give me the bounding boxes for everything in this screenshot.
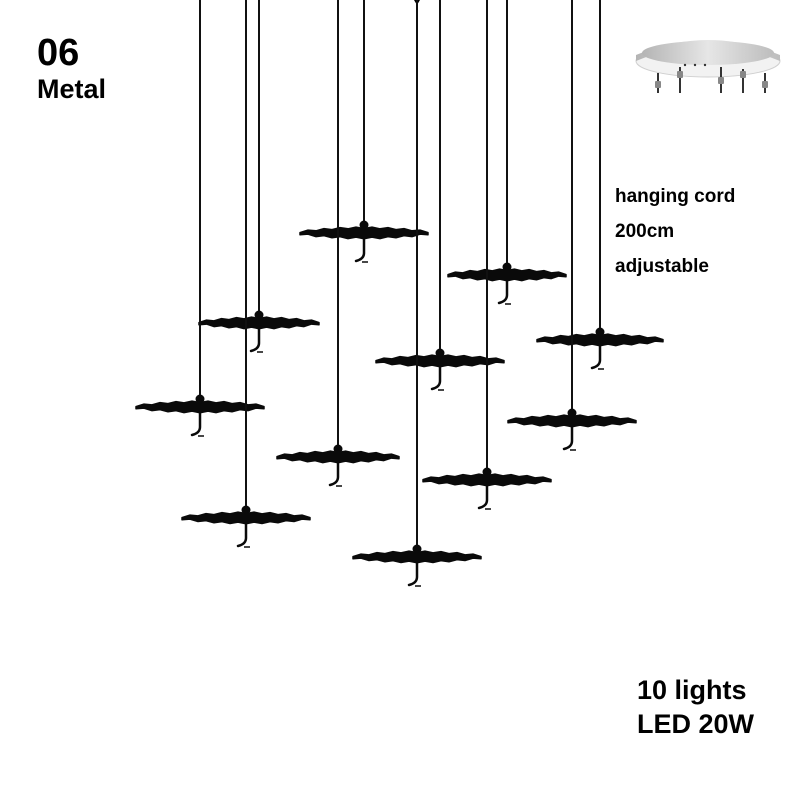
cord-note-line2: 200cm — [615, 221, 675, 242]
pendant-lamp — [447, 0, 567, 305]
cord-note-line1: hanging cord — [615, 186, 736, 207]
pendant-lamp — [181, 0, 311, 548]
pendant-lamp — [299, 0, 429, 263]
pendant-lamp — [375, 0, 505, 391]
pendant-lamp — [507, 0, 637, 451]
cord-note-line3: adjustable — [615, 256, 709, 277]
pendant-lamp — [135, 0, 265, 437]
power-rating: LED 20W — [637, 709, 755, 739]
variant-number: 06 — [37, 32, 80, 74]
pendant-lamp — [422, 0, 552, 510]
pendant-lamp — [536, 0, 664, 370]
pendant-lamp — [276, 0, 400, 487]
ceiling-canopy-icon — [635, 40, 781, 93]
pendant-lamp — [198, 0, 320, 353]
material-label: Metal — [37, 74, 107, 104]
light-count: 10 lights — [637, 675, 747, 705]
pendant-lamp — [352, 0, 482, 587]
